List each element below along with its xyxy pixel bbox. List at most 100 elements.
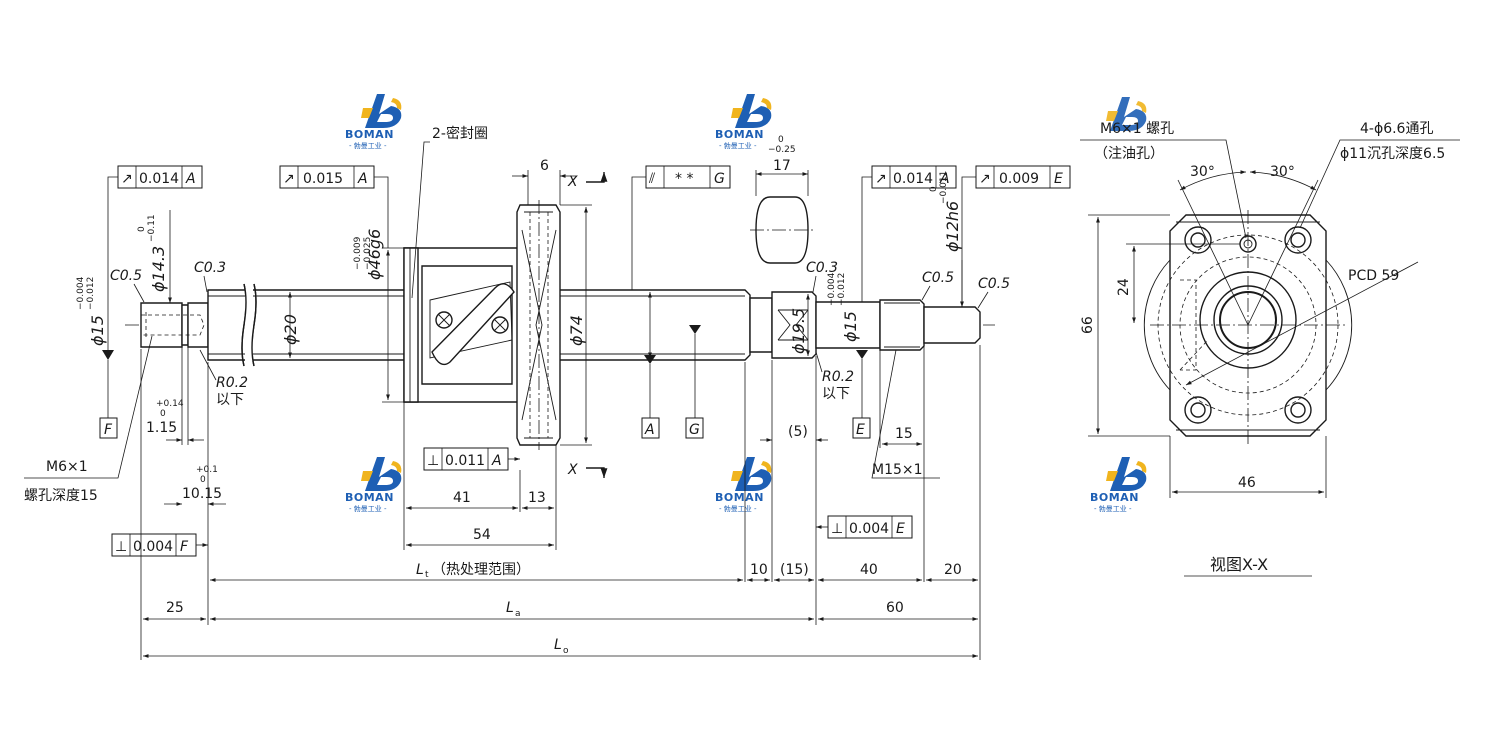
svg-text:G: G [714,171,725,187]
svg-text:以下: 以下 [822,386,850,402]
svg-text:L: L [416,562,424,578]
svg-text:C0.5: C0.5 [922,270,954,286]
svg-text:A: A [185,171,196,187]
svg-text:−0.012: −0.012 [837,273,847,306]
svg-text:0.014: 0.014 [893,171,933,187]
svg-text:（注油孔）: （注油孔） [1094,146,1164,162]
svg-text:F: F [104,422,113,438]
svg-text:F: F [180,539,189,555]
svg-text:t: t [425,570,429,580]
svg-text:(5): (5) [788,424,808,440]
svg-text:−0.25: −0.25 [768,145,796,155]
svg-text:−0.004: −0.004 [827,272,837,306]
svg-text:0.004: 0.004 [133,539,173,555]
logo-2: BOMAN - 勃曼工业 - [715,94,772,150]
svg-text:2-密封圈: 2-密封圈 [432,125,488,142]
svg-text:A: A [939,171,950,187]
svg-text:ϕ11沉孔深度6.5: ϕ11沉孔深度6.5 [1340,146,1445,162]
svg-text:A: A [357,171,368,187]
svg-text:⫽: ⫽ [648,171,656,187]
svg-text:54: 54 [473,527,491,543]
svg-text:↗: ↗ [121,171,133,187]
svg-text:−0.012: −0.012 [86,277,96,310]
logo-sub: - 勃曼工业 - [349,141,387,150]
svg-text:10: 10 [750,562,768,578]
svg-text:24: 24 [1116,278,1132,296]
logo-4: BOMAN - 勃曼工业 - [715,457,772,513]
svg-text:↗: ↗ [875,171,887,187]
view-title: 视图X-X [1210,555,1268,574]
svg-text:o: o [563,646,569,656]
svg-text:G: G [689,422,700,438]
svg-text:40: 40 [860,562,878,578]
svg-text:25: 25 [166,600,184,616]
svg-text:X: X [567,174,578,190]
svg-text:ϕ12h6: ϕ12h6 [943,201,962,252]
svg-text:−0.009: −0.009 [353,236,363,270]
svg-text:+0.1: +0.1 [196,465,218,475]
svg-text:ϕ19.5: ϕ19.5 [789,308,808,354]
svg-text:ϕ15: ϕ15 [88,315,107,346]
tolerance-frame-6: ⊥ 0.011 A [423,447,520,471]
svg-text:41: 41 [453,490,471,506]
svg-text:E: E [856,422,865,438]
logo-3: BOMAN - 勃曼工业 - [345,457,402,513]
annotations-front: 2-密封圈 C0.5 C0.3 ϕ14.3 0 −0.11 ϕ15 −0.004… [24,125,1010,660]
svg-text:R0.2: R0.2 [216,375,248,391]
svg-text:↗: ↗ [283,171,295,187]
svg-text:C0.3: C0.3 [806,260,838,276]
svg-text:ϕ14.3: ϕ14.3 [149,246,168,292]
datum-e: E [852,350,871,439]
svg-text:1.15: 1.15 [146,420,177,436]
logo-5: BOMAN - 勃曼工业 - [1090,457,1147,513]
svg-text:0: 0 [778,135,784,145]
svg-text:↗: ↗ [979,171,991,187]
svg-text:13: 13 [528,490,546,506]
svg-text:0.011: 0.011 [445,453,485,469]
svg-text:PCD 59: PCD 59 [1348,268,1399,284]
ball-nut [403,200,561,450]
svg-text:10.15: 10.15 [182,486,222,502]
logo-sub: - 勃曼工业 - [719,504,757,513]
svg-text:A: A [491,453,502,469]
svg-text:a: a [515,609,521,619]
tolerance-frame-7: ⊥ 0.004 F [111,533,208,557]
svg-text:ϕ46g6: ϕ46g6 [365,229,384,280]
svg-text:0.009: 0.009 [999,171,1039,187]
svg-text:0.004: 0.004 [849,521,889,537]
datum-a: A [641,355,660,439]
svg-text:X: X [567,462,578,478]
dim-17: 17 [773,158,791,174]
svg-text:ϕ74: ϕ74 [567,315,586,346]
svg-text:L: L [554,637,562,653]
tolerance-frame-1: ↗ 0.014 A [107,165,203,355]
svg-text:以下: 以下 [216,392,244,408]
svg-text:E: E [896,521,905,537]
svg-text:（热处理范围）: （热处理范围） [432,561,530,578]
datum-g: G [685,325,704,439]
tolerance-frame-3: ⫽ * * G [631,165,731,290]
svg-text:⊥: ⊥ [831,521,843,537]
logo-sub: - 勃曼工业 - [1094,504,1132,513]
keyway-section: 17 [750,158,815,264]
logo-name: BOMAN [715,128,764,141]
svg-text:L: L [506,600,514,616]
svg-text:−0.004: −0.004 [76,276,86,310]
svg-text:4-ϕ6.6通孔: 4-ϕ6.6通孔 [1360,121,1433,137]
svg-text:⊥: ⊥ [115,539,127,555]
logo-name: BOMAN [715,491,764,504]
svg-text:15: 15 [895,426,913,442]
logo-sub: - 勃曼工业 - [719,141,757,150]
svg-text:0: 0 [160,409,166,419]
logo-name: BOMAN [345,491,394,504]
tolerance-frame-8: ⊥ 0.004 E [816,515,913,539]
svg-text:30°: 30° [1270,164,1295,180]
svg-text:螺孔深度15: 螺孔深度15 [24,488,98,504]
svg-text:−0.11: −0.11 [147,214,157,242]
svg-text:(15): (15) [780,562,809,578]
svg-text:C0.5: C0.5 [110,268,142,284]
logo-name: BOMAN [345,128,394,141]
svg-text:E: E [1054,171,1063,187]
svg-text:C0.5: C0.5 [978,276,1010,292]
